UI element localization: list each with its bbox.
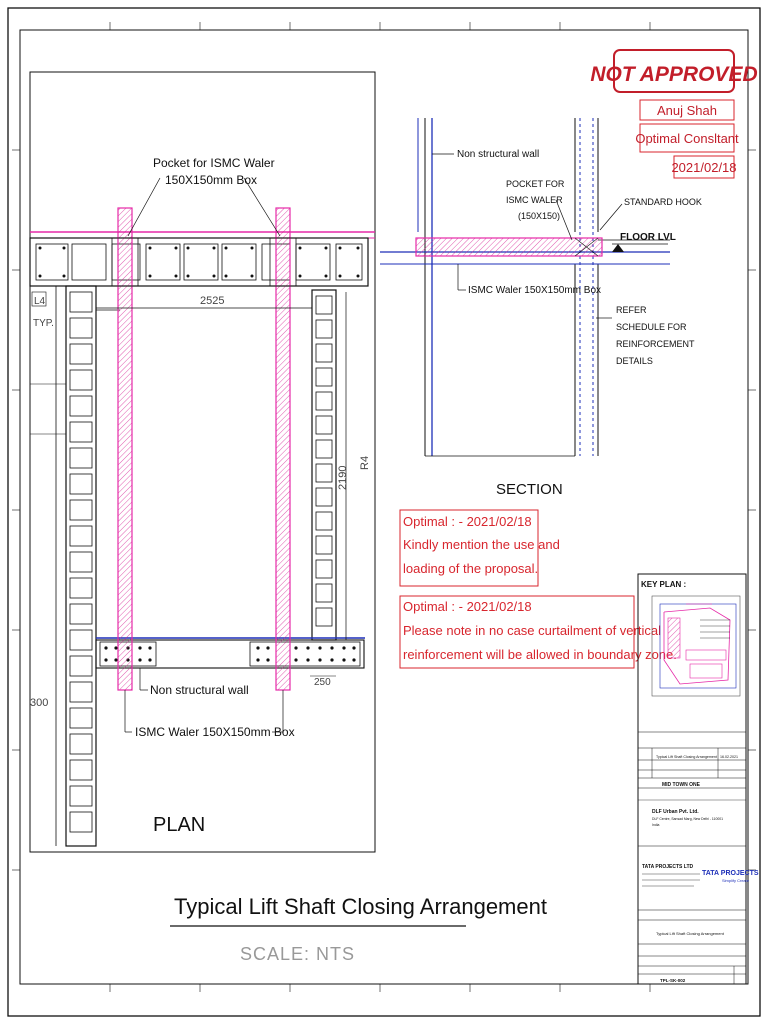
plan-view: 2525 2190 R4 250 L4 TYP. 300 Pocket for … xyxy=(29,71,376,853)
key-plan-diagram xyxy=(651,595,741,697)
drawing-scale: SCALE: NTS xyxy=(240,944,355,964)
title-block-drawing-title: Typical Lift Shaft Closing Arrangement xyxy=(656,931,725,936)
border-ticks xyxy=(12,22,756,992)
stamp-name: Anuj Shah xyxy=(657,103,717,118)
stamp-date: 2021/02/18 xyxy=(671,160,736,175)
comment-2-line-1: Please note in no case curtailment of ve… xyxy=(403,623,661,638)
section-waler-label: ISMC Waler 150X150mm Box xyxy=(468,285,601,296)
comment-1-line-1: Kindly mention the use and xyxy=(403,537,560,552)
refer-line-1: REFER xyxy=(616,305,647,315)
pocket-leader-left xyxy=(127,177,161,237)
contractor-name: TATA PROJECTS LTD xyxy=(642,864,693,870)
comment-2-header: Optimal : - 2021/02/18 xyxy=(403,599,532,614)
floor-lvl-label: FLOOR LVL xyxy=(620,232,676,243)
tata-logo-tagline: Simplify Create xyxy=(722,878,750,883)
top-beam-stirrups xyxy=(35,243,363,281)
top-beam xyxy=(29,237,369,287)
section-pocket-leader xyxy=(555,199,573,241)
bottom-wall-bars xyxy=(104,646,356,662)
outer-border xyxy=(7,7,761,1017)
drawing-number: TPL-SK-002 xyxy=(660,978,686,983)
refer-line-4: DETAILS xyxy=(616,356,653,366)
dim-l4: L4 xyxy=(34,296,46,307)
section-waler-box xyxy=(415,237,603,257)
comment-1-header: Optimal : - 2021/02/18 xyxy=(403,514,532,529)
revision-date: 16.02.2021 xyxy=(720,755,738,759)
approval-stamp: NOT APPROVED Anuj Shah Optimal Consltant… xyxy=(590,49,758,179)
dim-250: 250 xyxy=(314,677,331,688)
pocket-box-right xyxy=(269,237,297,287)
client-address-2: India xyxy=(652,823,659,827)
key-plan-label: KEY PLAN : xyxy=(641,580,686,589)
section-view: FLOOR LVL Non structural wall POCKET FOR… xyxy=(380,118,702,498)
client-address-1: DLF Centre, Sansad Marg, New Delhi - 110… xyxy=(652,817,723,821)
waler-pocket-left xyxy=(117,207,133,691)
left-wall-stirrups xyxy=(69,291,93,833)
plan-frame xyxy=(29,71,376,853)
bottom-wall xyxy=(95,639,365,669)
dim-2525: 2525 xyxy=(200,295,224,307)
waler-pocket-right xyxy=(275,207,291,691)
right-column-stirrups xyxy=(315,295,333,627)
project-name: MID TOWN ONE xyxy=(662,782,701,788)
section-pocket-line-3: (150X150) xyxy=(518,211,560,221)
refer-line-3: REINFORCEMENT xyxy=(616,339,695,349)
review-comment-1: Optimal : - 2021/02/18 Kindly mention th… xyxy=(399,509,560,587)
section-nsw-label: Non structural wall xyxy=(457,149,539,160)
pocket-label-line-1: Pocket for ISMC Waler xyxy=(153,156,275,170)
dim-typ: TYP. xyxy=(33,318,54,329)
section-title: SECTION xyxy=(496,481,563,498)
comment-1-line-2: loading of the proposal. xyxy=(403,561,538,576)
pocket-box-left xyxy=(111,237,139,287)
client-name: DLF Urban Pvt. Ltd. xyxy=(652,809,699,815)
plan-title: PLAN xyxy=(153,814,205,836)
pocket-label-line-2: 150X150mm Box xyxy=(165,173,257,187)
dim-2190: 2190 xyxy=(337,466,349,490)
left-wall xyxy=(65,285,97,847)
dim-300: 300 xyxy=(30,697,48,709)
stamp-company: Optimal Consltant xyxy=(635,131,739,146)
tata-logo-text: TATA PROJECTS xyxy=(702,870,759,877)
top-beam-bars xyxy=(38,246,360,278)
dim-r4: R4 xyxy=(359,456,371,470)
title-block: KEY PLAN : Typical Lift Shaft Closing Ar… xyxy=(637,573,759,985)
review-comment-2: Optimal : - 2021/02/18 Please note in no… xyxy=(399,595,677,669)
revision-text: Typical Lift Shaft Closing Arrangement xyxy=(656,755,717,759)
not-approved-stamp xyxy=(613,49,735,93)
floor-level-marker xyxy=(612,244,624,252)
pocket-leader-right xyxy=(243,177,281,237)
plan-non-structural-wall-label: Non structural wall xyxy=(150,683,249,697)
section-pocket-line-2: ISMC WALER xyxy=(506,195,563,205)
inner-border xyxy=(19,29,749,985)
refer-line-2: SCHEDULE FOR xyxy=(616,322,687,332)
standard-hook-label: STANDARD HOOK xyxy=(624,197,702,207)
bottom-boundary-right xyxy=(249,641,361,667)
comment-2-line-2: reinforcement will be allowed in boundar… xyxy=(403,647,677,662)
stamp-status: NOT APPROVED xyxy=(590,63,757,86)
drawing-title: Typical Lift Shaft Closing Arrangement xyxy=(174,894,547,919)
plan-waler-label: ISMC Waler 150X150mm Box xyxy=(135,725,295,739)
section-pocket-line-1: POCKET FOR xyxy=(506,179,565,189)
